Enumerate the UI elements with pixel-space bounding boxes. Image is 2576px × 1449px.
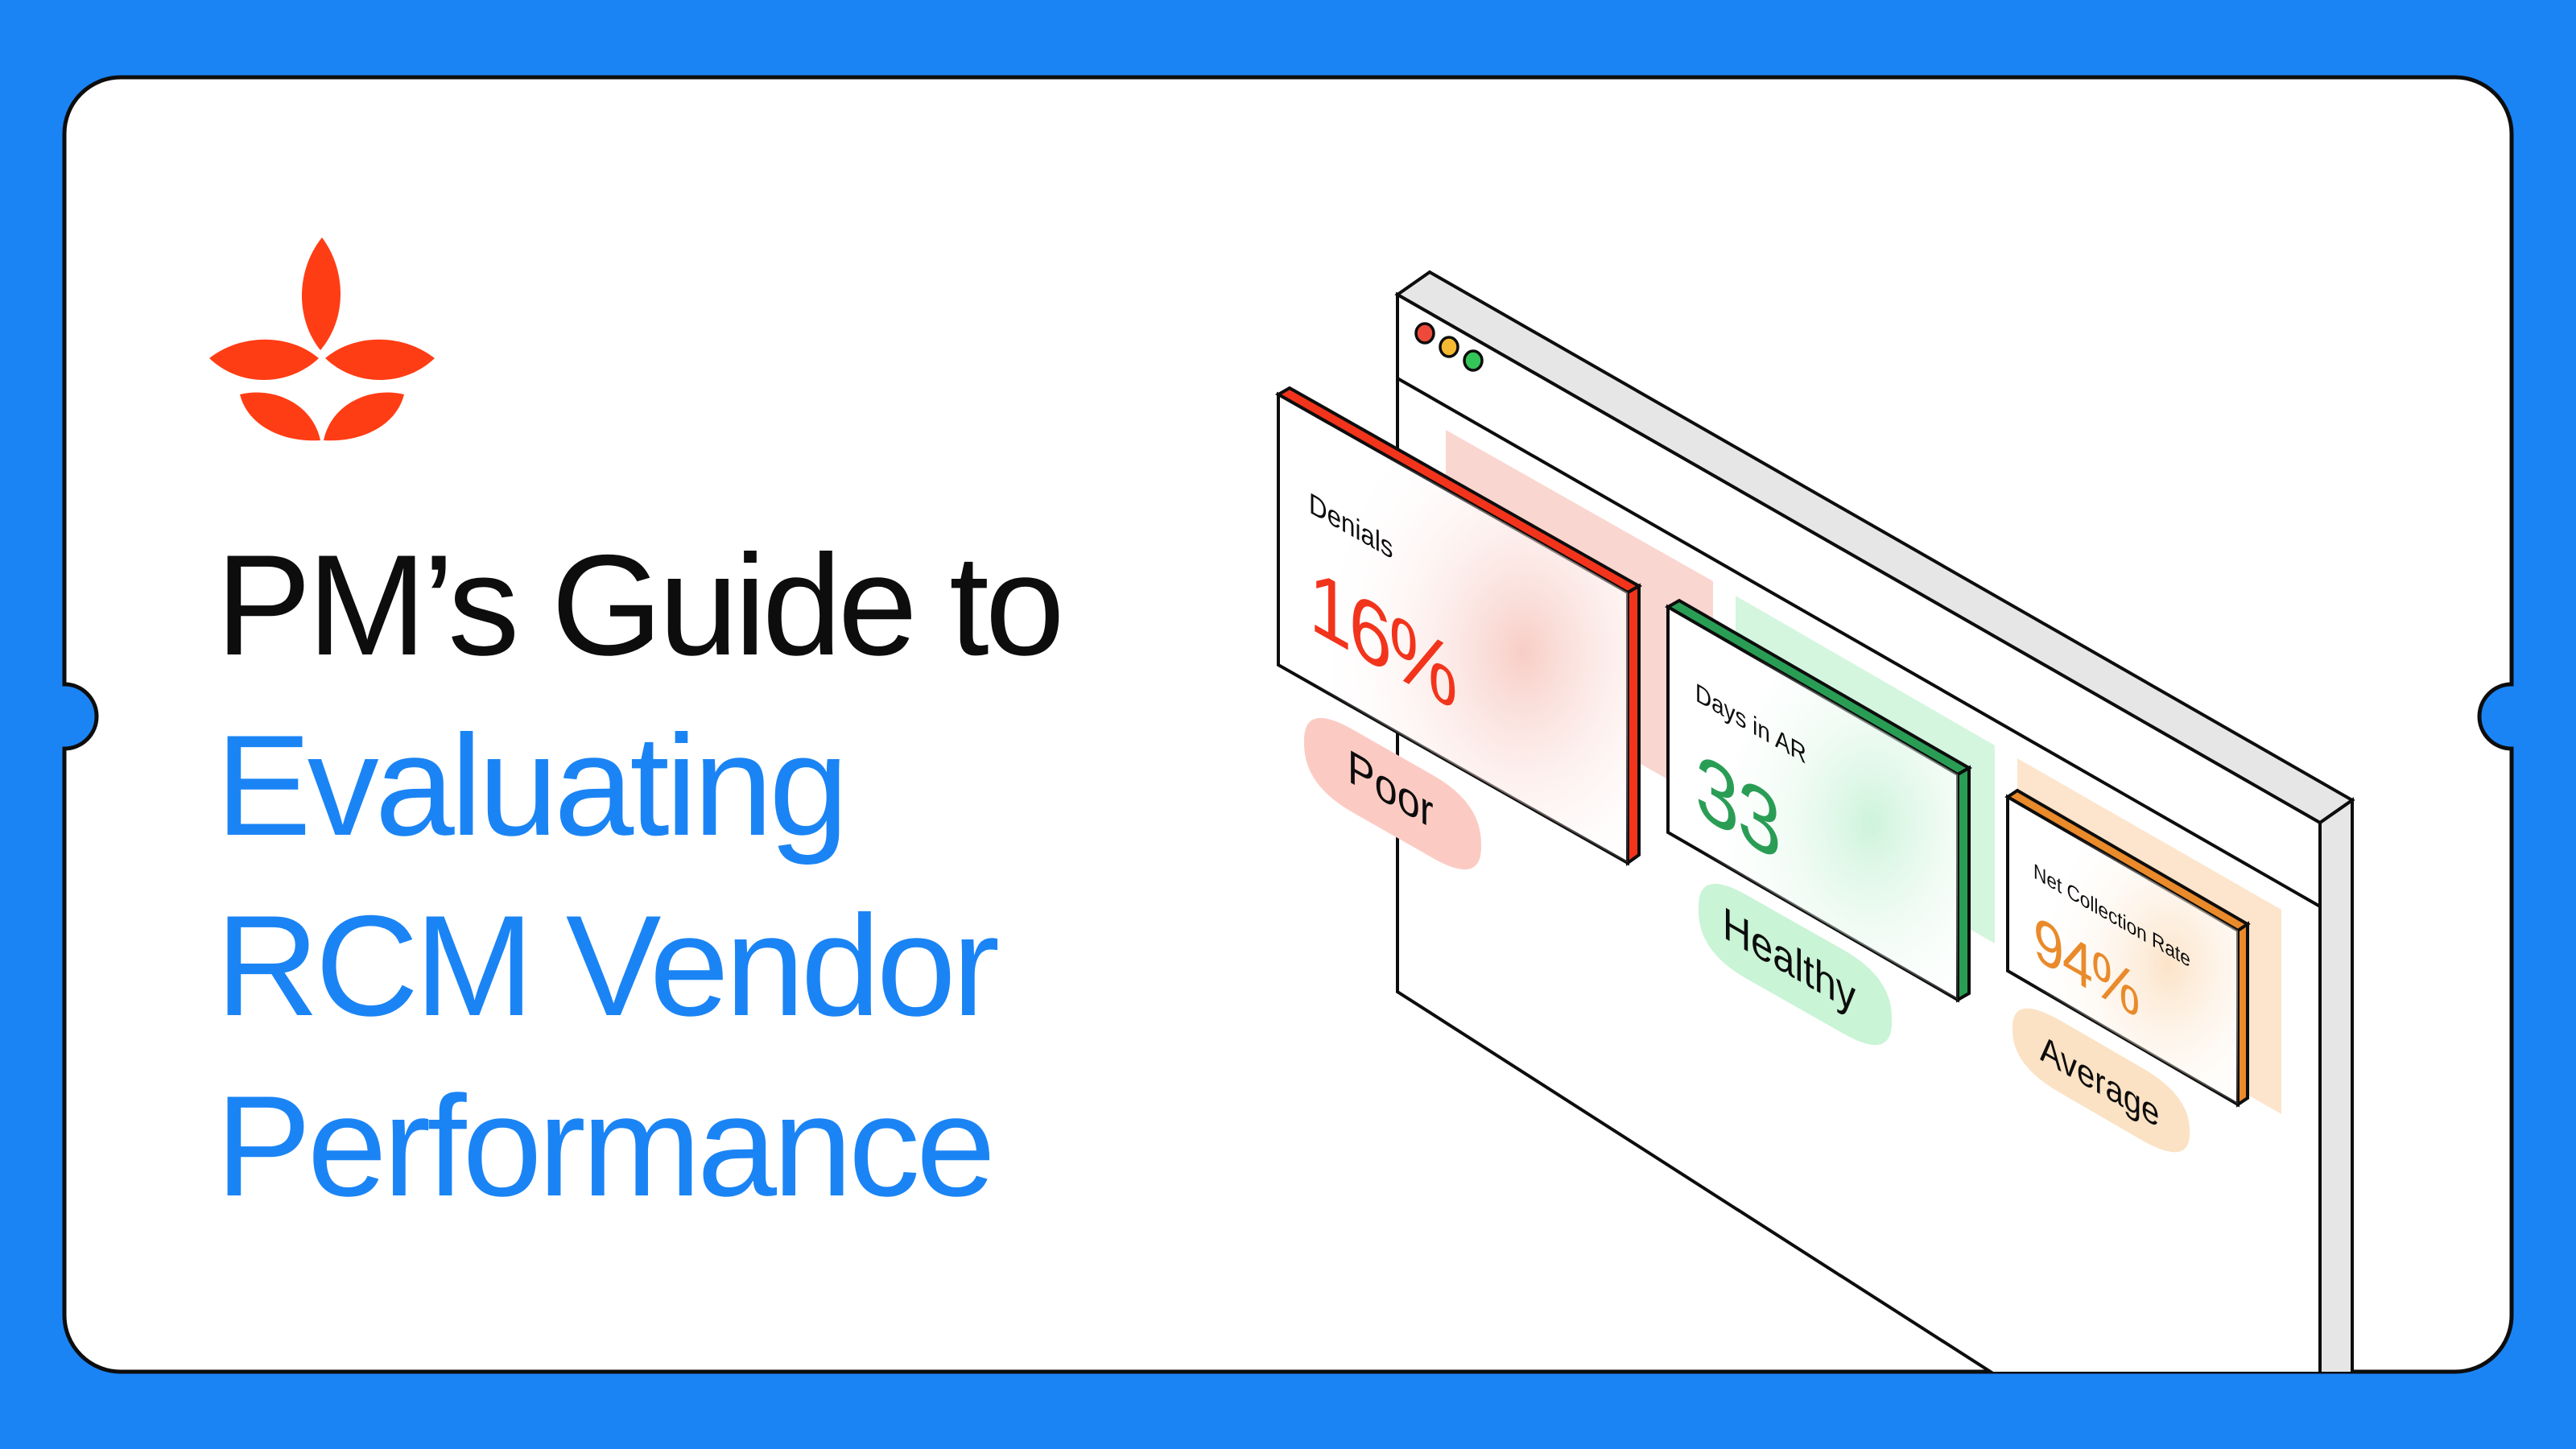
headline-line-3: RCM Vendor	[216, 886, 1000, 1046]
headline-line-2: Evaluating	[216, 705, 848, 865]
headline-line-1: PM’s Guide to	[216, 525, 1065, 685]
metric-tile-denials	[1274, 386, 1643, 866]
headline-line-4: Performance	[216, 1066, 996, 1226]
close-dot	[1414, 322, 1435, 345]
metric-tile-net-collection-rate	[2004, 788, 2251, 1108]
three-petal-logo-icon	[209, 237, 435, 441]
minimize-dot	[1439, 336, 1459, 358]
metric-tile-days-in-ar	[1664, 598, 1973, 1003]
headline: PM’s Guide to Evaluating RCM Vendor Perf…	[216, 515, 1065, 1236]
maximize-dot	[1463, 349, 1484, 372]
